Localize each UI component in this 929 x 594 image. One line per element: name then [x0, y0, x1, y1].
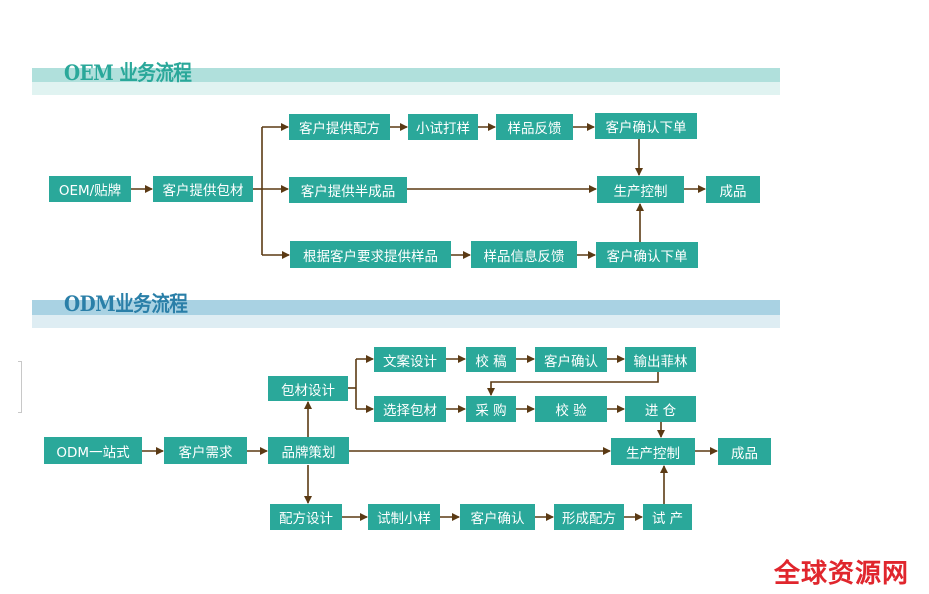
- odm-node-warehousing: 进 仓: [625, 396, 696, 422]
- odm-node-form-formula: 形成配方: [554, 504, 624, 530]
- odm-node-finished: 成品: [718, 438, 771, 465]
- odm-node-brand-planning: 品牌策划: [268, 437, 349, 464]
- odm-node-customer-confirm-bottom: 客户确认: [460, 504, 535, 530]
- odm-node-proofread: 校 稿: [466, 347, 516, 372]
- oem-node-sample-by-request: 根据客户要求提供样品: [290, 241, 451, 268]
- odm-node-trial-production: 试 产: [643, 504, 692, 530]
- oem-node-confirm-top: 客户确认下单: [595, 113, 697, 139]
- oem-node-start: OEM/贴牌: [49, 176, 131, 202]
- odm-node-packaging-design: 包材设计: [268, 376, 348, 401]
- odm-node-production: 生产控制: [611, 438, 695, 465]
- odm-arrow-film-purchase: [487, 372, 659, 396]
- odm-node-purchase: 采 购: [466, 396, 516, 422]
- odm-node-demand: 客户需求: [164, 437, 247, 464]
- odm-header-band-dark: [32, 300, 780, 315]
- odm-node-customer-confirm-top: 客户确认: [535, 347, 607, 372]
- odm-node-copy-design: 文案设计: [374, 347, 446, 372]
- odm-header-band-light: [32, 315, 780, 328]
- oem-node-trial-sample: 小试打样: [408, 114, 478, 140]
- odm-node-trial-small-batch: 试制小样: [368, 504, 440, 530]
- oem-node-sample-feedback: 样品反馈: [496, 114, 573, 140]
- odm-node-select-packaging: 选择包材: [374, 396, 446, 422]
- oem-node-packaging: 客户提供包材: [153, 176, 253, 202]
- oem-node-semi-finished: 客户提供半成品: [289, 177, 407, 203]
- odm-node-output-film: 输出菲林: [625, 347, 696, 372]
- oem-node-formula: 客户提供配方: [289, 114, 390, 140]
- oem-node-sample-info-feedback: 样品信息反馈: [471, 241, 577, 268]
- oem-node-production: 生产控制: [597, 176, 684, 203]
- odm-section-title: ODM业务流程: [64, 291, 188, 316]
- odm-node-formula-design: 配方设计: [270, 504, 342, 530]
- oem-section-title: OEM 业务流程: [64, 60, 192, 85]
- odm-node-inspection: 校 验: [535, 396, 607, 422]
- oem-node-finished: 成品: [706, 176, 760, 203]
- oem-node-confirm-bottom: 客户确认下单: [596, 242, 698, 268]
- odm-node-start: ODM一站式: [44, 437, 142, 464]
- oem-header-band-dark: [32, 68, 780, 82]
- text-cursor-marker: [18, 361, 22, 413]
- oem-header-band-light: [32, 82, 780, 95]
- watermark-logo: 全球资源网: [774, 559, 910, 589]
